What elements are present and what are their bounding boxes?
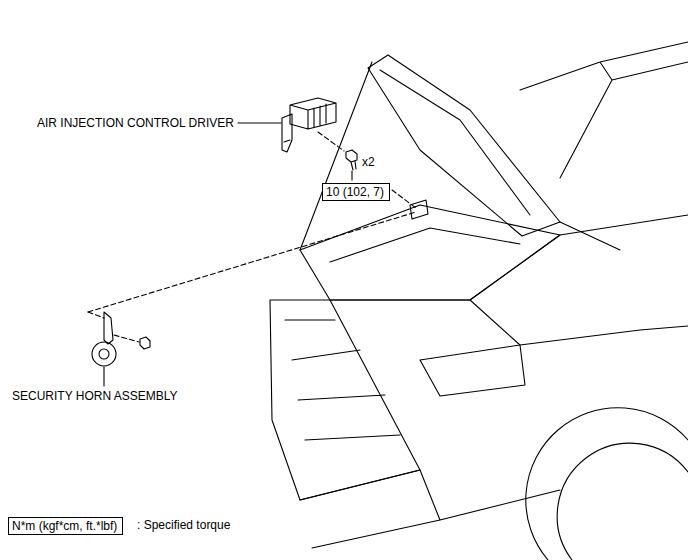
legend-text: : Specified torque — [137, 518, 230, 532]
install-line — [318, 132, 344, 151]
torque-unit-box: N*m (kgf*cm, ft.*lbf) — [8, 517, 123, 535]
driver-module — [290, 98, 336, 129]
tire — [557, 443, 688, 560]
engine-bay — [300, 205, 560, 300]
quantity-label: x2 — [362, 155, 375, 169]
torque-box: 10 (102, 7) — [322, 183, 390, 201]
torque-leader — [351, 171, 352, 180]
box-text: 10 (102, 7) — [326, 185, 384, 199]
horn-leader — [103, 367, 104, 386]
driver-leader — [238, 122, 281, 123]
headlight — [420, 345, 525, 396]
bolt — [346, 150, 357, 170]
hood-hinge-side — [300, 62, 620, 250]
install-line — [114, 335, 139, 342]
install-line — [392, 190, 416, 208]
grille — [270, 300, 420, 500]
horn-disc — [92, 342, 116, 366]
wheel-arch — [526, 408, 688, 560]
fender — [330, 215, 688, 345]
horn-bracket — [104, 312, 113, 344]
mount-plate — [410, 200, 428, 219]
install-line — [88, 312, 104, 318]
install-line — [88, 212, 416, 312]
part-name: SECURITY HORN ASSEMBLY — [12, 389, 178, 403]
windshield — [520, 42, 688, 178]
horn-center — [99, 349, 109, 359]
box-text: N*m (kgf*cm, ft.*lbf) — [12, 519, 117, 533]
horn-bolt — [140, 337, 150, 349]
bumper — [300, 470, 560, 548]
driver-bracket — [282, 114, 292, 152]
hood — [368, 55, 560, 236]
part-name: AIR INJECTION CONTROL DRIVER — [37, 116, 234, 130]
